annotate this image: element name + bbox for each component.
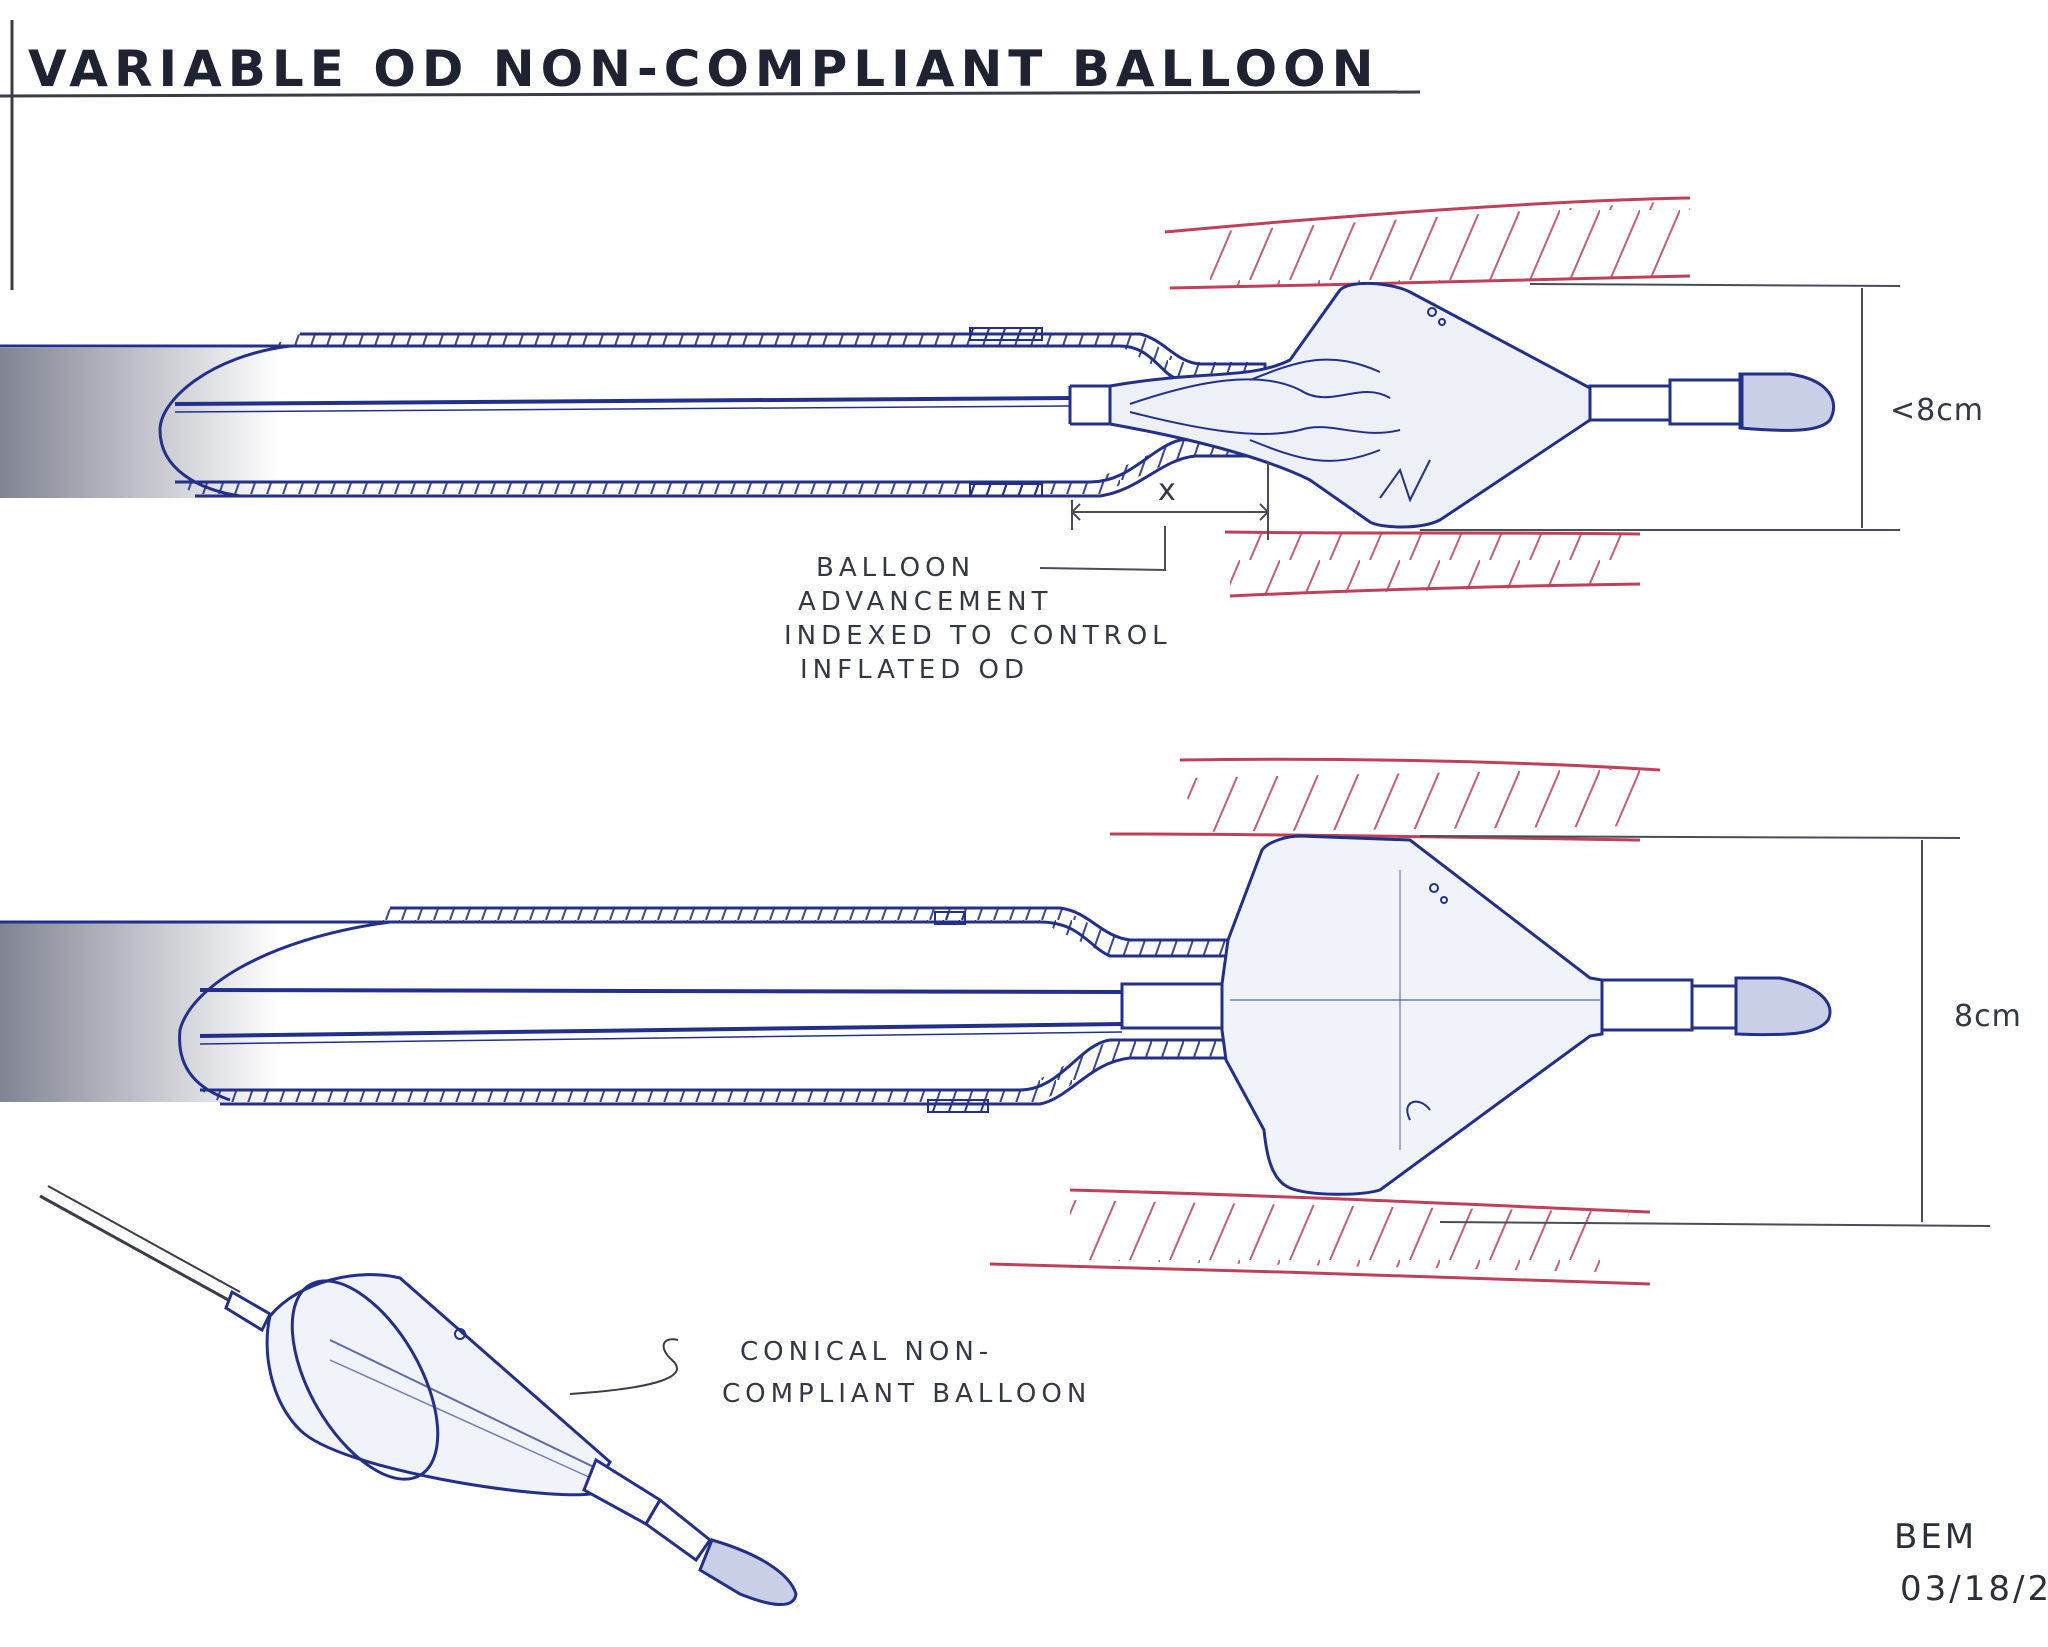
vessel-wall-lower [989,1188,1651,1286]
catheter-shaft-shading [0,922,280,1102]
dimension-max-od: <8cm [1420,283,1984,531]
dimension-full-od: 8cm [1419,835,2022,1227]
outer-sheath [0,906,1230,1113]
vessel-wall-lower [1224,530,1641,598]
note-line-1: BALLOON [816,553,975,583]
conical-balloon-body [265,1273,612,1497]
distal-tip [1588,372,1836,432]
inner-catheter [199,982,1224,1045]
distal-tip [1600,976,1832,1037]
title-underline [0,90,1421,98]
note-line-2: ADVANCEMENT [798,587,1052,617]
conical-note-line-1: CONICAL NON- [740,1337,993,1367]
dimension-label-8cm: 8cm [1954,999,2022,1034]
guidewire [39,1185,272,1333]
figure-2-full-inflation: 8cm [0,757,2022,1286]
advancement-offset: x [1039,462,1270,572]
balloon-fully-inflated [1220,834,1604,1196]
outer-sheath [0,327,1267,498]
title-block: VARIABLE OD NON-COMPLIANT BALLOON [0,20,1421,290]
note-line-4: INFLATED OD [800,655,1029,685]
figure-1-partial-inflation: <8cm x BALLOON ADVANCEMENT INDEXED TO CO… [0,196,1984,685]
leader-line [569,1338,679,1395]
vessel-wall-upper [1164,196,1691,290]
signature-initials: BEM [1894,1517,1977,1557]
figure-3-conical-balloon-isometric: CONICAL NON- COMPLIANT BALLOON [39,1185,1091,1607]
dimension-label-less-than-8cm: <8cm [1890,393,1984,428]
distal-tip [582,1457,798,1607]
conical-note-line-2: COMPLIANT BALLOON [722,1379,1091,1409]
catheter-shaft-shading [0,348,280,498]
signature-block: BEM 03/18/2 [1894,1517,2048,1609]
note-balloon-advancement: BALLOON ADVANCEMENT INDEXED TO CONTROL I… [784,553,1172,685]
vessel-wall-upper [1109,757,1661,842]
inner-catheter [174,384,1110,426]
offset-label-x: x [1158,473,1177,508]
signature-date: 03/18/2 [1900,1569,2048,1609]
note-line-3: INDEXED TO CONTROL [784,621,1172,651]
page-title: VARIABLE OD NON-COMPLIANT BALLOON [28,40,1379,98]
balloon-partially-inflated [1108,281,1592,529]
